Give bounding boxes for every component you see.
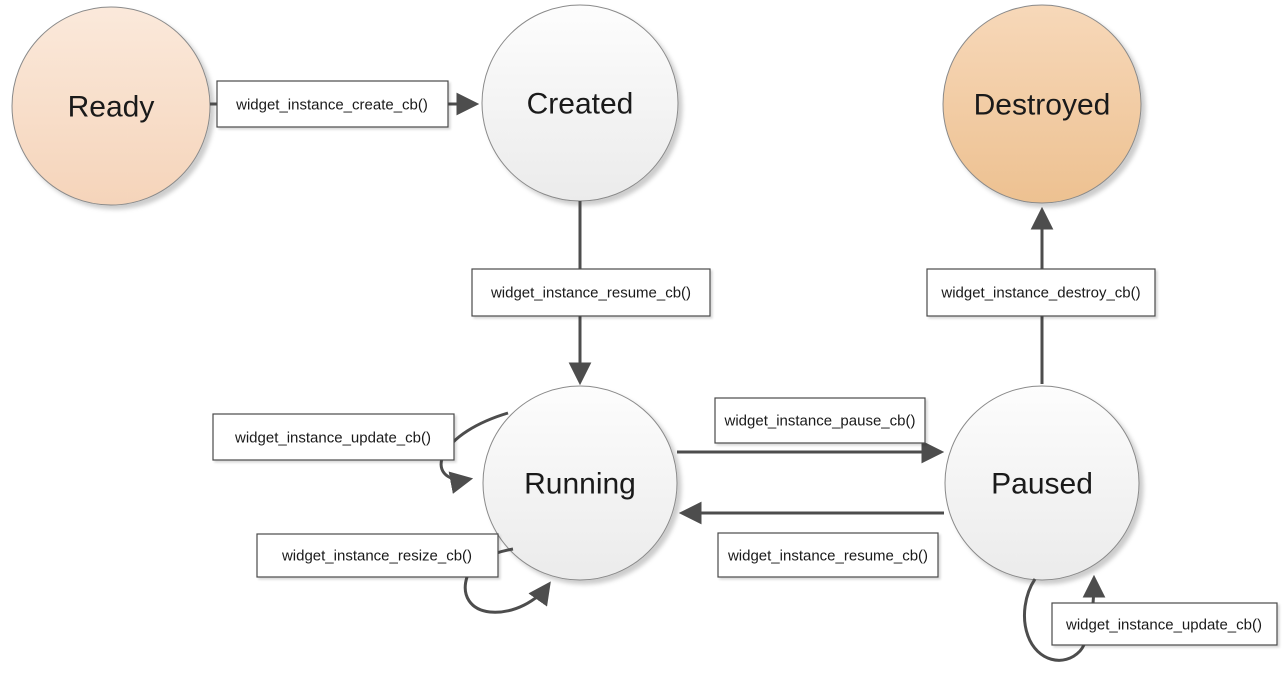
state-running-circle (482, 385, 678, 581)
transition-update-running-box (212, 413, 455, 461)
transition-update-paused-box (1051, 602, 1278, 646)
state-destroyed: Destroyed (942, 4, 1142, 204)
transition-resume-paused-box (717, 532, 939, 578)
transition-resume-created-label: widget_instance_resume_cb() (490, 285, 691, 302)
transition-resume-paused: widget_instance_resume_cb() (717, 532, 939, 578)
transition-pause-label: widget_instance_pause_cb() (724, 413, 916, 430)
transition-destroy-box (926, 268, 1156, 317)
transition-update-running: widget_instance_update_cb() (212, 413, 455, 461)
transition-resume-paused-label: widget_instance_resume_cb() (727, 548, 928, 565)
transition-pause: widget_instance_pause_cb() (714, 397, 926, 444)
transition-update-running-label: widget_instance_update_cb() (234, 430, 431, 447)
state-paused-circle (944, 385, 1140, 581)
transition-resize-running-label: widget_instance_resize_cb() (281, 548, 472, 565)
transition-resume-created: widget_instance_resume_cb() (471, 268, 711, 317)
transition-pause-box (714, 397, 926, 444)
transition-update-paused: widget_instance_update_cb() (1051, 602, 1278, 646)
state-paused-label: Paused (991, 468, 1093, 501)
transition-create: widget_instance_create_cb() (216, 80, 449, 128)
state-destroyed-label: Destroyed (974, 89, 1111, 122)
state-ready: Ready (11, 6, 211, 206)
state-running-label: Running (524, 468, 636, 501)
state-running: Running (482, 385, 678, 581)
state-destroyed-circle (942, 4, 1142, 204)
transition-create-label: widget_instance_create_cb() (235, 97, 428, 114)
transition-destroy: widget_instance_destroy_cb() (926, 268, 1156, 317)
transition-resume-created-box (471, 268, 711, 317)
transition-destroy-label: widget_instance_destroy_cb() (940, 285, 1140, 302)
state-paused: Paused (944, 385, 1140, 581)
state-created-label: Created (527, 88, 634, 121)
state-created: Created (481, 4, 679, 202)
transition-resize-running-box (256, 533, 499, 578)
state-ready-label: Ready (68, 91, 155, 124)
transition-resize-running: widget_instance_resize_cb() (256, 533, 499, 578)
state-ready-circle (11, 6, 211, 206)
transition-update-paused-label: widget_instance_update_cb() (1065, 617, 1262, 634)
transition-create-box (216, 80, 449, 128)
